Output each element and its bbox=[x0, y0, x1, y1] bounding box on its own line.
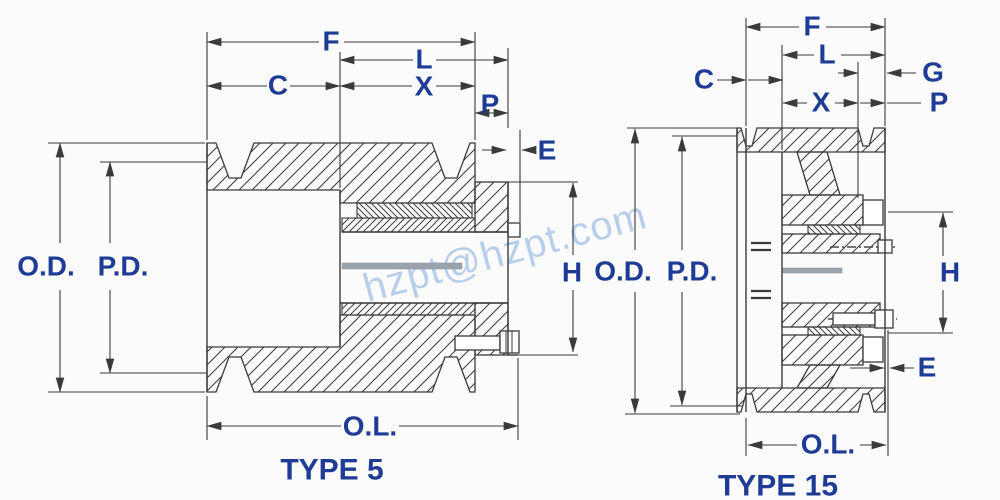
type15-lower-flange-step bbox=[862, 336, 884, 363]
type15-dim-label-ol: O.L. bbox=[801, 429, 855, 460]
type5-dim-label-e: E bbox=[538, 135, 557, 166]
type5-dim-label-od: O.D. bbox=[17, 251, 75, 282]
type15-dim-label-p: P bbox=[930, 87, 949, 118]
type15-lower-web bbox=[795, 364, 842, 389]
type5-figure: F L C X P E O.D. P.D. H O.L. TYPE 5 bbox=[17, 26, 582, 487]
type15-capscrew-head bbox=[874, 309, 894, 329]
type15-upper-flange-step bbox=[862, 199, 884, 226]
type15-dim-label-e: E bbox=[918, 352, 937, 383]
type15-lower-hub-block bbox=[781, 334, 864, 366]
type15-caption: TYPE 15 bbox=[718, 470, 838, 500]
type5-caption: TYPE 5 bbox=[280, 454, 383, 487]
type15-dim-label-g: G bbox=[922, 57, 944, 88]
type5-dim-label-p: P bbox=[481, 89, 500, 120]
type15-upper-screw-band bbox=[781, 233, 881, 254]
type15-chevron-band-top bbox=[807, 224, 861, 235]
type5-top-rim bbox=[206, 142, 476, 204]
type5-bushing-strip-top bbox=[341, 217, 476, 233]
type5-dim-label-x: X bbox=[415, 71, 434, 102]
type5-bottom-rim bbox=[206, 314, 476, 393]
type5-outline-lines bbox=[206, 143, 518, 392]
type5-key-bar bbox=[341, 262, 463, 270]
type5-dimension-lines bbox=[48, 32, 578, 440]
type15-upper-web bbox=[796, 151, 841, 196]
type5-capscrew-shank bbox=[454, 335, 501, 351]
type15-dim-label-f: F bbox=[803, 11, 820, 42]
type15-dim-label-x: X bbox=[812, 87, 831, 118]
type5-dim-label-l: L bbox=[415, 44, 432, 75]
type15-top-rim bbox=[736, 127, 886, 153]
type15-outline-lines bbox=[736, 128, 886, 412]
type15-center-marks bbox=[751, 241, 771, 300]
type15-figure: F L C G X P O.D. P.D. H E O.L. TYPE 15 bbox=[594, 11, 960, 500]
type15-dimension-lines bbox=[625, 18, 953, 456]
type5-bushing-chevron-band bbox=[356, 202, 473, 219]
type15-dim-label-c: C bbox=[694, 64, 714, 95]
type5-dim-label-h: H bbox=[562, 257, 582, 288]
type5-dim-label-pd: P.D. bbox=[98, 251, 149, 282]
type15-dim-label-pd: P.D. bbox=[667, 256, 718, 287]
type15-dim-label-od: O.D. bbox=[594, 256, 652, 287]
type5-capscrew-head bbox=[499, 330, 520, 354]
type5-dim-label-c: C bbox=[268, 70, 288, 101]
type15-capscrew-shank bbox=[832, 312, 876, 326]
type5-bushing-strip-bottom bbox=[341, 302, 476, 316]
type15-chevron-band-bottom bbox=[807, 326, 861, 336]
type15-upper-hub-block bbox=[781, 194, 864, 226]
type15-dim-label-h: H bbox=[940, 257, 960, 288]
type5-flange-top bbox=[474, 181, 509, 233]
type15-bottom-rim bbox=[736, 387, 886, 413]
type15-key-bar bbox=[781, 267, 843, 274]
type15-dim-label-l: L bbox=[818, 39, 835, 70]
type5-dim-label-f: F bbox=[322, 26, 339, 57]
type5-dim-label-ol: O.L. bbox=[343, 411, 397, 442]
type5-flange-lip bbox=[507, 222, 521, 238]
